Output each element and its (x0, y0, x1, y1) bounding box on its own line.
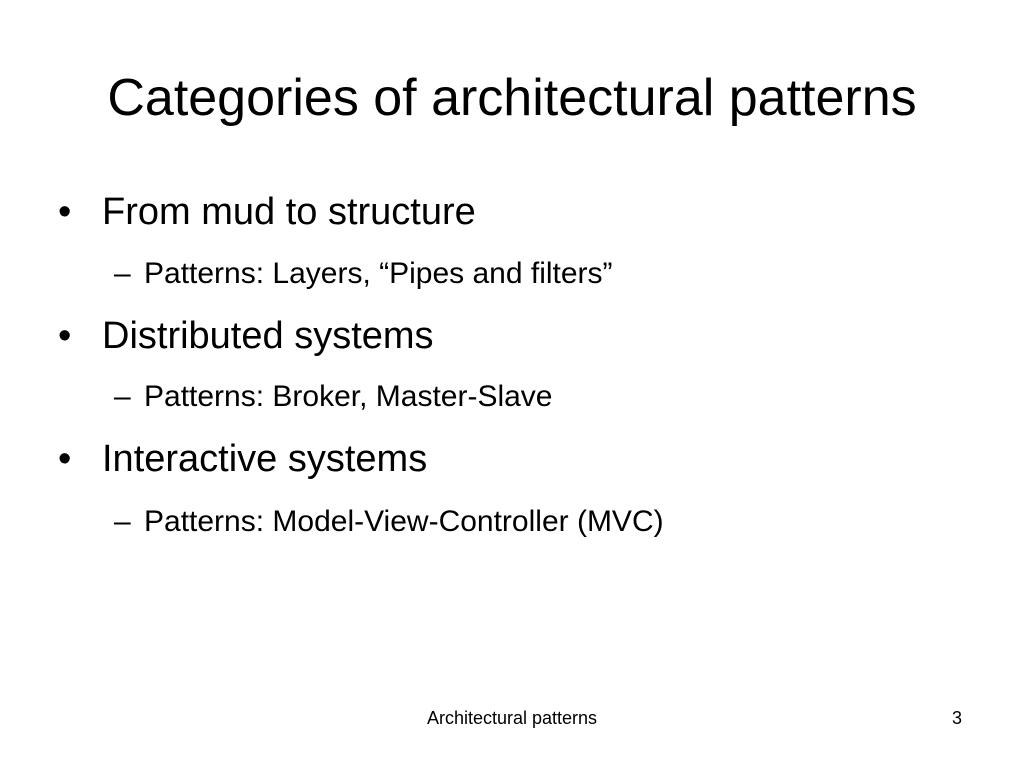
sub-bullet-item: –Patterns: Model-View-Controller (MVC) (114, 503, 664, 541)
sub-bullet-marker: – (114, 257, 131, 290)
slide-title: Categories of architectural patterns (107, 69, 917, 127)
page-number: 3 (951, 708, 962, 728)
sub-bullet-item: –Patterns: Layers, “Pipes and filters” (114, 255, 613, 293)
bullet-marker: • (58, 315, 72, 357)
bullet-text: Interactive systems (102, 438, 428, 480)
bullet-item: • Interactive systems (58, 436, 427, 482)
sub-bullet-text: Patterns: Layers, “Pipes and filters” (144, 257, 613, 290)
bullet-text: Distributed systems (102, 315, 434, 357)
bullet-text: From mud to structure (102, 191, 476, 233)
sub-bullet-text: Patterns: Broker, Master-Slave (144, 380, 553, 413)
sub-bullet-marker: – (114, 505, 131, 538)
bullet-marker: • (58, 438, 72, 480)
footer-title: Architectural patterns (426, 708, 598, 728)
sub-bullet-text: Patterns: Model-View-Controller (MVC) (144, 505, 664, 538)
bullet-marker: • (58, 191, 72, 233)
sub-bullet-marker: – (114, 380, 131, 413)
bullet-item: • From mud to structure (58, 189, 476, 235)
bullet-item: • Distributed systems (58, 313, 434, 359)
sub-bullet-item: –Patterns: Broker, Master-Slave (114, 378, 553, 416)
